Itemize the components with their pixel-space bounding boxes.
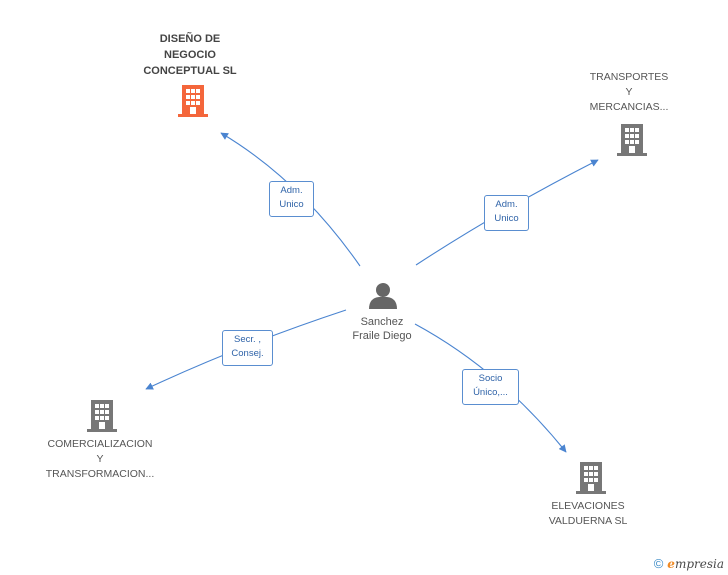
relation-line: Unico: [279, 199, 304, 210]
footer-brand: © empresia: [654, 556, 724, 571]
relation-line: Adm.: [495, 199, 518, 210]
relation-box-transportes[interactable]: Adm. Unico: [484, 195, 529, 231]
company-label-line: CONCEPTUAL SL: [143, 65, 237, 77]
relation-line: Único,...: [473, 387, 508, 398]
company-label-line: ELEVACIONES: [551, 500, 625, 512]
relation-line: Adm.: [280, 185, 303, 196]
company-label-line: Y: [625, 86, 633, 98]
company-label-diseno[interactable]: DISEÑO DE NEGOCIO CONCEPTUAL SL: [130, 31, 250, 79]
company-label-elevaciones[interactable]: ELEVACIONES VALDUERNA SL: [538, 499, 638, 529]
company-label-line: MERCANCIAS...: [589, 101, 669, 113]
company-label-line: TRANSPORTES: [589, 71, 669, 83]
brand-text: mpresia: [674, 556, 724, 571]
person-name-line: Fraile Diego: [352, 330, 412, 342]
relation-line: Unico: [494, 213, 519, 224]
person-name-line: Sanchez: [360, 316, 404, 328]
copyright-symbol: ©: [653, 556, 664, 571]
relation-line: Socio: [478, 373, 503, 384]
relation-box-elevaciones[interactable]: Socio Único,...: [462, 369, 519, 405]
building-icon[interactable]: [576, 462, 606, 494]
company-label-line: TRANSFORMACION...: [45, 468, 155, 480]
brand-initial: e: [667, 556, 675, 571]
company-label-line: DISEÑO DE: [159, 33, 221, 45]
company-label-line: NEGOCIO: [164, 49, 216, 61]
company-label-line: COMERCIALIZACION: [47, 438, 153, 450]
person-icon[interactable]: [369, 283, 397, 309]
company-label-line: Y: [96, 453, 104, 465]
building-icon[interactable]: [178, 85, 208, 117]
relation-box-comercializacion[interactable]: Secr. , Consej.: [222, 330, 273, 366]
building-icon[interactable]: [617, 124, 647, 156]
relation-line: Secr. ,: [234, 334, 261, 345]
brand-logo[interactable]: empresia: [667, 557, 724, 571]
relation-box-diseno[interactable]: Adm. Unico: [269, 181, 314, 217]
relation-line: Consej.: [231, 348, 264, 359]
company-label-comercializacion[interactable]: COMERCIALIZACION Y TRANSFORMACION...: [38, 437, 162, 482]
company-label-line: VALDUERNA SL: [548, 515, 628, 527]
company-label-transportes[interactable]: TRANSPORTES Y MERCANCIAS...: [579, 70, 679, 115]
person-label[interactable]: Sanchez Fraile Diego: [332, 315, 432, 343]
building-icon[interactable]: [87, 400, 117, 432]
